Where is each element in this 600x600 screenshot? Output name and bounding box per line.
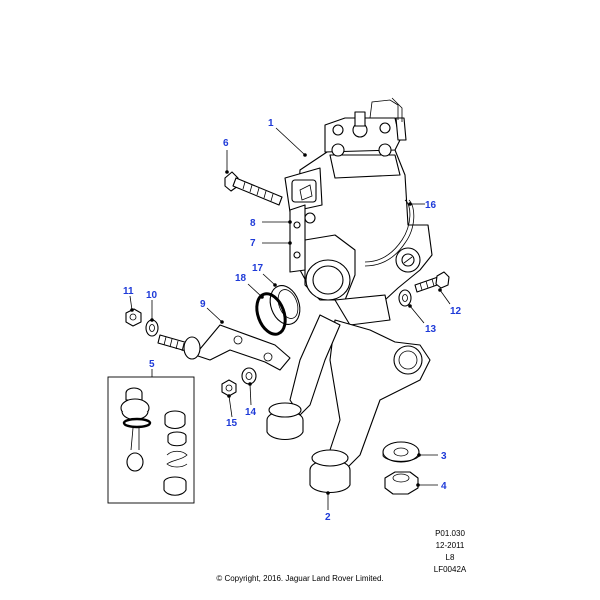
callout-10: 10 [146, 290, 158, 301]
washer-14 [241, 367, 257, 385]
callout-2: 2 [325, 512, 331, 523]
callout-6: 6 [223, 138, 229, 149]
o-ring-18 [255, 292, 287, 336]
steering-box-housing [284, 97, 433, 345]
model-code: L8 [445, 553, 455, 562]
callout-8: 8 [250, 218, 256, 229]
seal-17 [269, 285, 301, 325]
washer-10 [145, 319, 159, 337]
callout-14: 14 [245, 407, 257, 418]
publication-code: P01.030 [435, 529, 465, 538]
callout-1: 1 [268, 118, 274, 129]
nut-4 [384, 471, 419, 495]
callout-15: 15 [226, 418, 238, 429]
figure-code: LF0042A [433, 565, 467, 574]
track-rod-end-9 [157, 324, 291, 371]
publication-date: 12-2011 [435, 541, 465, 550]
callout-9: 9 [200, 299, 206, 310]
callout-3: 3 [441, 451, 447, 462]
steering-arm [266, 314, 341, 441]
callout-labels: 1 2 3 4 5 6 7 8 9 10 11 12 13 14 15 16 1… [123, 118, 462, 523]
bolt-12 [414, 271, 450, 293]
nut-11 [125, 308, 142, 327]
callout-17: 17 [252, 263, 264, 274]
callout-5: 5 [149, 359, 155, 370]
figure-info-block: P01.030 12-2011 L8 LF0042A [420, 528, 480, 576]
washer-13 [398, 289, 412, 307]
callout-12: 12 [450, 306, 462, 317]
callout-4: 4 [441, 481, 447, 492]
bolt-6 [224, 171, 283, 206]
drop-arm [309, 319, 431, 494]
callout-16: 16 [425, 200, 437, 211]
callout-13: 13 [425, 324, 437, 335]
nut-15 [221, 379, 237, 397]
callout-18: 18 [235, 273, 247, 284]
repair-kit-5 [107, 376, 195, 504]
washer-3 [382, 441, 420, 463]
callout-11: 11 [123, 286, 134, 297]
copyright-notice: © Copyright, 2016. Jaguar Land Rover Lim… [216, 574, 384, 583]
leader-lines [129, 127, 451, 510]
callout-7: 7 [250, 238, 256, 249]
